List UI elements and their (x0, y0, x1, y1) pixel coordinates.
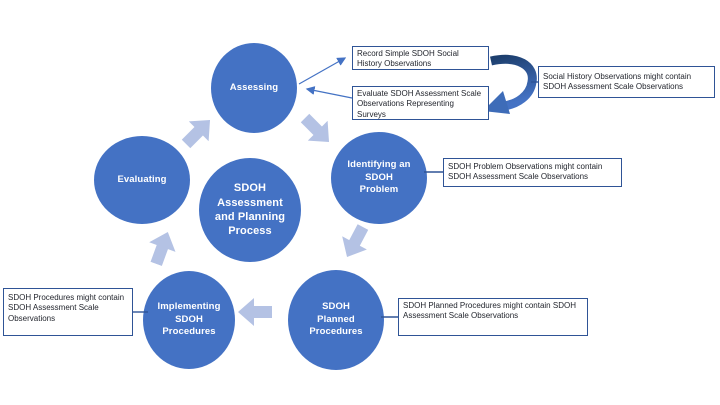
callout-text: Evaluate SDOH Assessment Scale Observati… (357, 89, 482, 119)
callout-text: SDOH Planned Procedures might contain SD… (403, 301, 576, 321)
cycle-arrow-implementing-to-evaluating-icon (149, 232, 176, 267)
cycle-arrow-evaluating-to-assessing-icon (181, 119, 211, 149)
cycle-step-evaluating: Evaluating (94, 136, 190, 224)
callout-procedures-contains: SDOH Procedures might contain SDOH Asses… (3, 288, 133, 336)
center-process-label: SDOH Assessment and Planning Process (214, 182, 286, 238)
cycle-step-label: Assessing (229, 81, 279, 93)
cycle-step-identifying-problem: Identifying an SDOH Problem (331, 132, 427, 224)
center-process-circle: SDOH Assessment and Planning Process (199, 158, 301, 262)
cycle-step-label: SDOH Planned Procedures (309, 301, 363, 338)
callout-evaluate-scale-observations: Evaluate SDOH Assessment Scale Observati… (352, 86, 489, 120)
callout-text: SDOH Problem Observations might contain … (448, 162, 603, 182)
cycle-step-label: Identifying an SDOH Problem (347, 159, 411, 196)
cycle-step-planned-procedures: SDOH Planned Procedures (288, 270, 384, 370)
cycle-step-assessing: Assessing (211, 43, 297, 133)
callout-social-history-contains: Social History Observations might contai… (538, 66, 715, 98)
arrow-assessing-to-record (298, 57, 347, 85)
callout-text: Record Simple SDOH Social History Observ… (357, 49, 459, 69)
cycle-step-label: Evaluating (117, 173, 167, 185)
arrow-evaluate-to-assessing (305, 86, 353, 99)
cycle-arrow-assessing-to-identifying-icon (300, 113, 330, 143)
callout-text: SDOH Procedures might contain SDOH Asses… (8, 293, 125, 323)
callout-record-observations: Record Simple SDOH Social History Observ… (352, 46, 489, 70)
cycle-step-label: Implementing SDOH Procedures (157, 301, 221, 338)
cycle-step-implementing-procedures: Implementing SDOH Procedures (143, 271, 235, 369)
curved-arrow-record-to-evaluate (490, 54, 537, 111)
callout-text: Social History Observations might contai… (543, 72, 692, 92)
callout-problem-observations-contains: SDOH Problem Observations might contain … (443, 158, 622, 187)
cycle-arrow-identifying-to-planned-icon (342, 224, 369, 258)
cycle-arrow-planned-to-implementing-icon (238, 298, 272, 326)
callout-planned-procedures-contains: SDOH Planned Procedures might contain SD… (398, 298, 588, 336)
